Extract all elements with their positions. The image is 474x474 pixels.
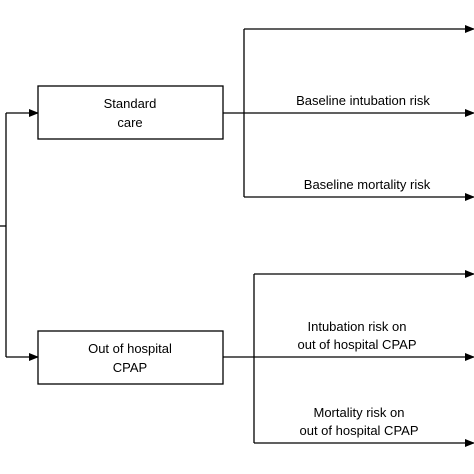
cpap-branches: Intubation risk on out of hospital CPAP …	[223, 270, 474, 447]
standard-care-label-line1: Standard	[104, 96, 157, 111]
baseline-intubation-risk-label: Baseline intubation risk	[296, 93, 430, 108]
mortality-risk-cpap-label-line1: Mortality risk on	[313, 405, 404, 420]
root-splitter	[0, 109, 39, 361]
cpap-label-line1: Out of hospital	[88, 341, 172, 356]
cpap-label-line2: CPAP	[113, 360, 147, 375]
node-out-of-hospital-cpap: Out of hospital CPAP	[37, 330, 224, 385]
baseline-mortality-risk-label: Baseline mortality risk	[304, 177, 431, 192]
standard-care-label-line2: care	[117, 115, 142, 130]
standard-care-branches: Baseline intubation risk Baseline mortal…	[223, 25, 474, 201]
intubation-risk-cpap-label-line2: out of hospital CPAP	[298, 337, 417, 352]
cpap-box	[37, 330, 224, 385]
mortality-risk-cpap-label-line2: out of hospital CPAP	[300, 423, 419, 438]
intubation-risk-cpap-label-line1: Intubation risk on	[307, 319, 406, 334]
node-standard-care: Standard care	[37, 85, 224, 140]
standard-care-box	[37, 85, 224, 140]
